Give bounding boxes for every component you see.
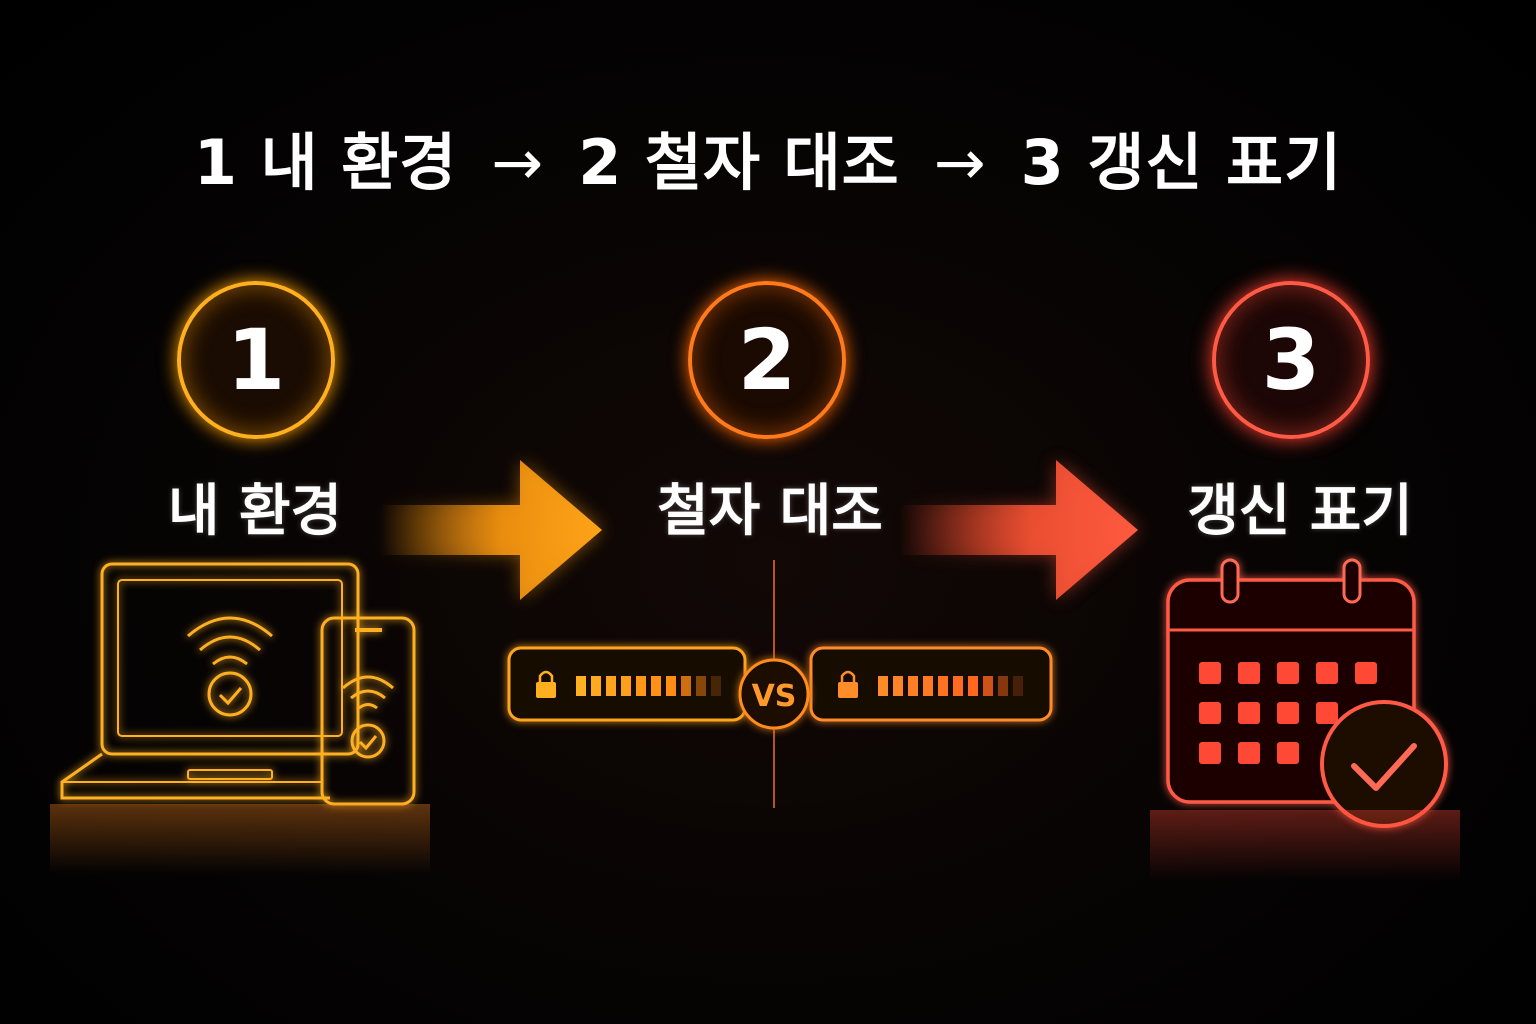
headline-step-1: 1 내 환경 [193, 126, 458, 199]
lock-bars-vs-icon: VS [507, 560, 1053, 808]
step-2-number-badge: 2 [688, 281, 846, 439]
bars-left [576, 676, 721, 696]
reflection-3 [1150, 810, 1460, 880]
calendar-check-icon [1166, 558, 1448, 828]
step-1-label: 내 환경 [167, 479, 343, 544]
calendar-grid [1199, 662, 1377, 764]
step-1-number-badge: 1 [177, 281, 335, 439]
lock-icon-left [536, 670, 556, 698]
vs-label: VS [752, 679, 797, 714]
flow-arrow-1 [380, 460, 602, 600]
headline-arrow-2: → [933, 126, 987, 199]
headline-arrow-1: → [491, 126, 545, 199]
vs-badge [738, 658, 810, 730]
bars-right [878, 676, 1023, 696]
headline-step-3: 3 갱신 표기 [1020, 126, 1343, 199]
flow-arrow-2 [900, 460, 1138, 600]
laptop-phone-wifi-check-icon [60, 562, 416, 806]
step-3-number-badge: 3 [1212, 281, 1370, 439]
check-circle-icon [1320, 700, 1448, 828]
lock-icon-right [838, 670, 858, 698]
reflection-1 [50, 804, 430, 874]
page-title: 1 내 환경 → 2 철자 대조 → 3 갱신 표기 [0, 112, 1536, 202]
step-3-label: 갱신 표기 [1187, 479, 1413, 544]
headline-step-2: 2 철자 대조 [578, 126, 900, 199]
step-2-label: 철자 대조 [657, 479, 883, 544]
